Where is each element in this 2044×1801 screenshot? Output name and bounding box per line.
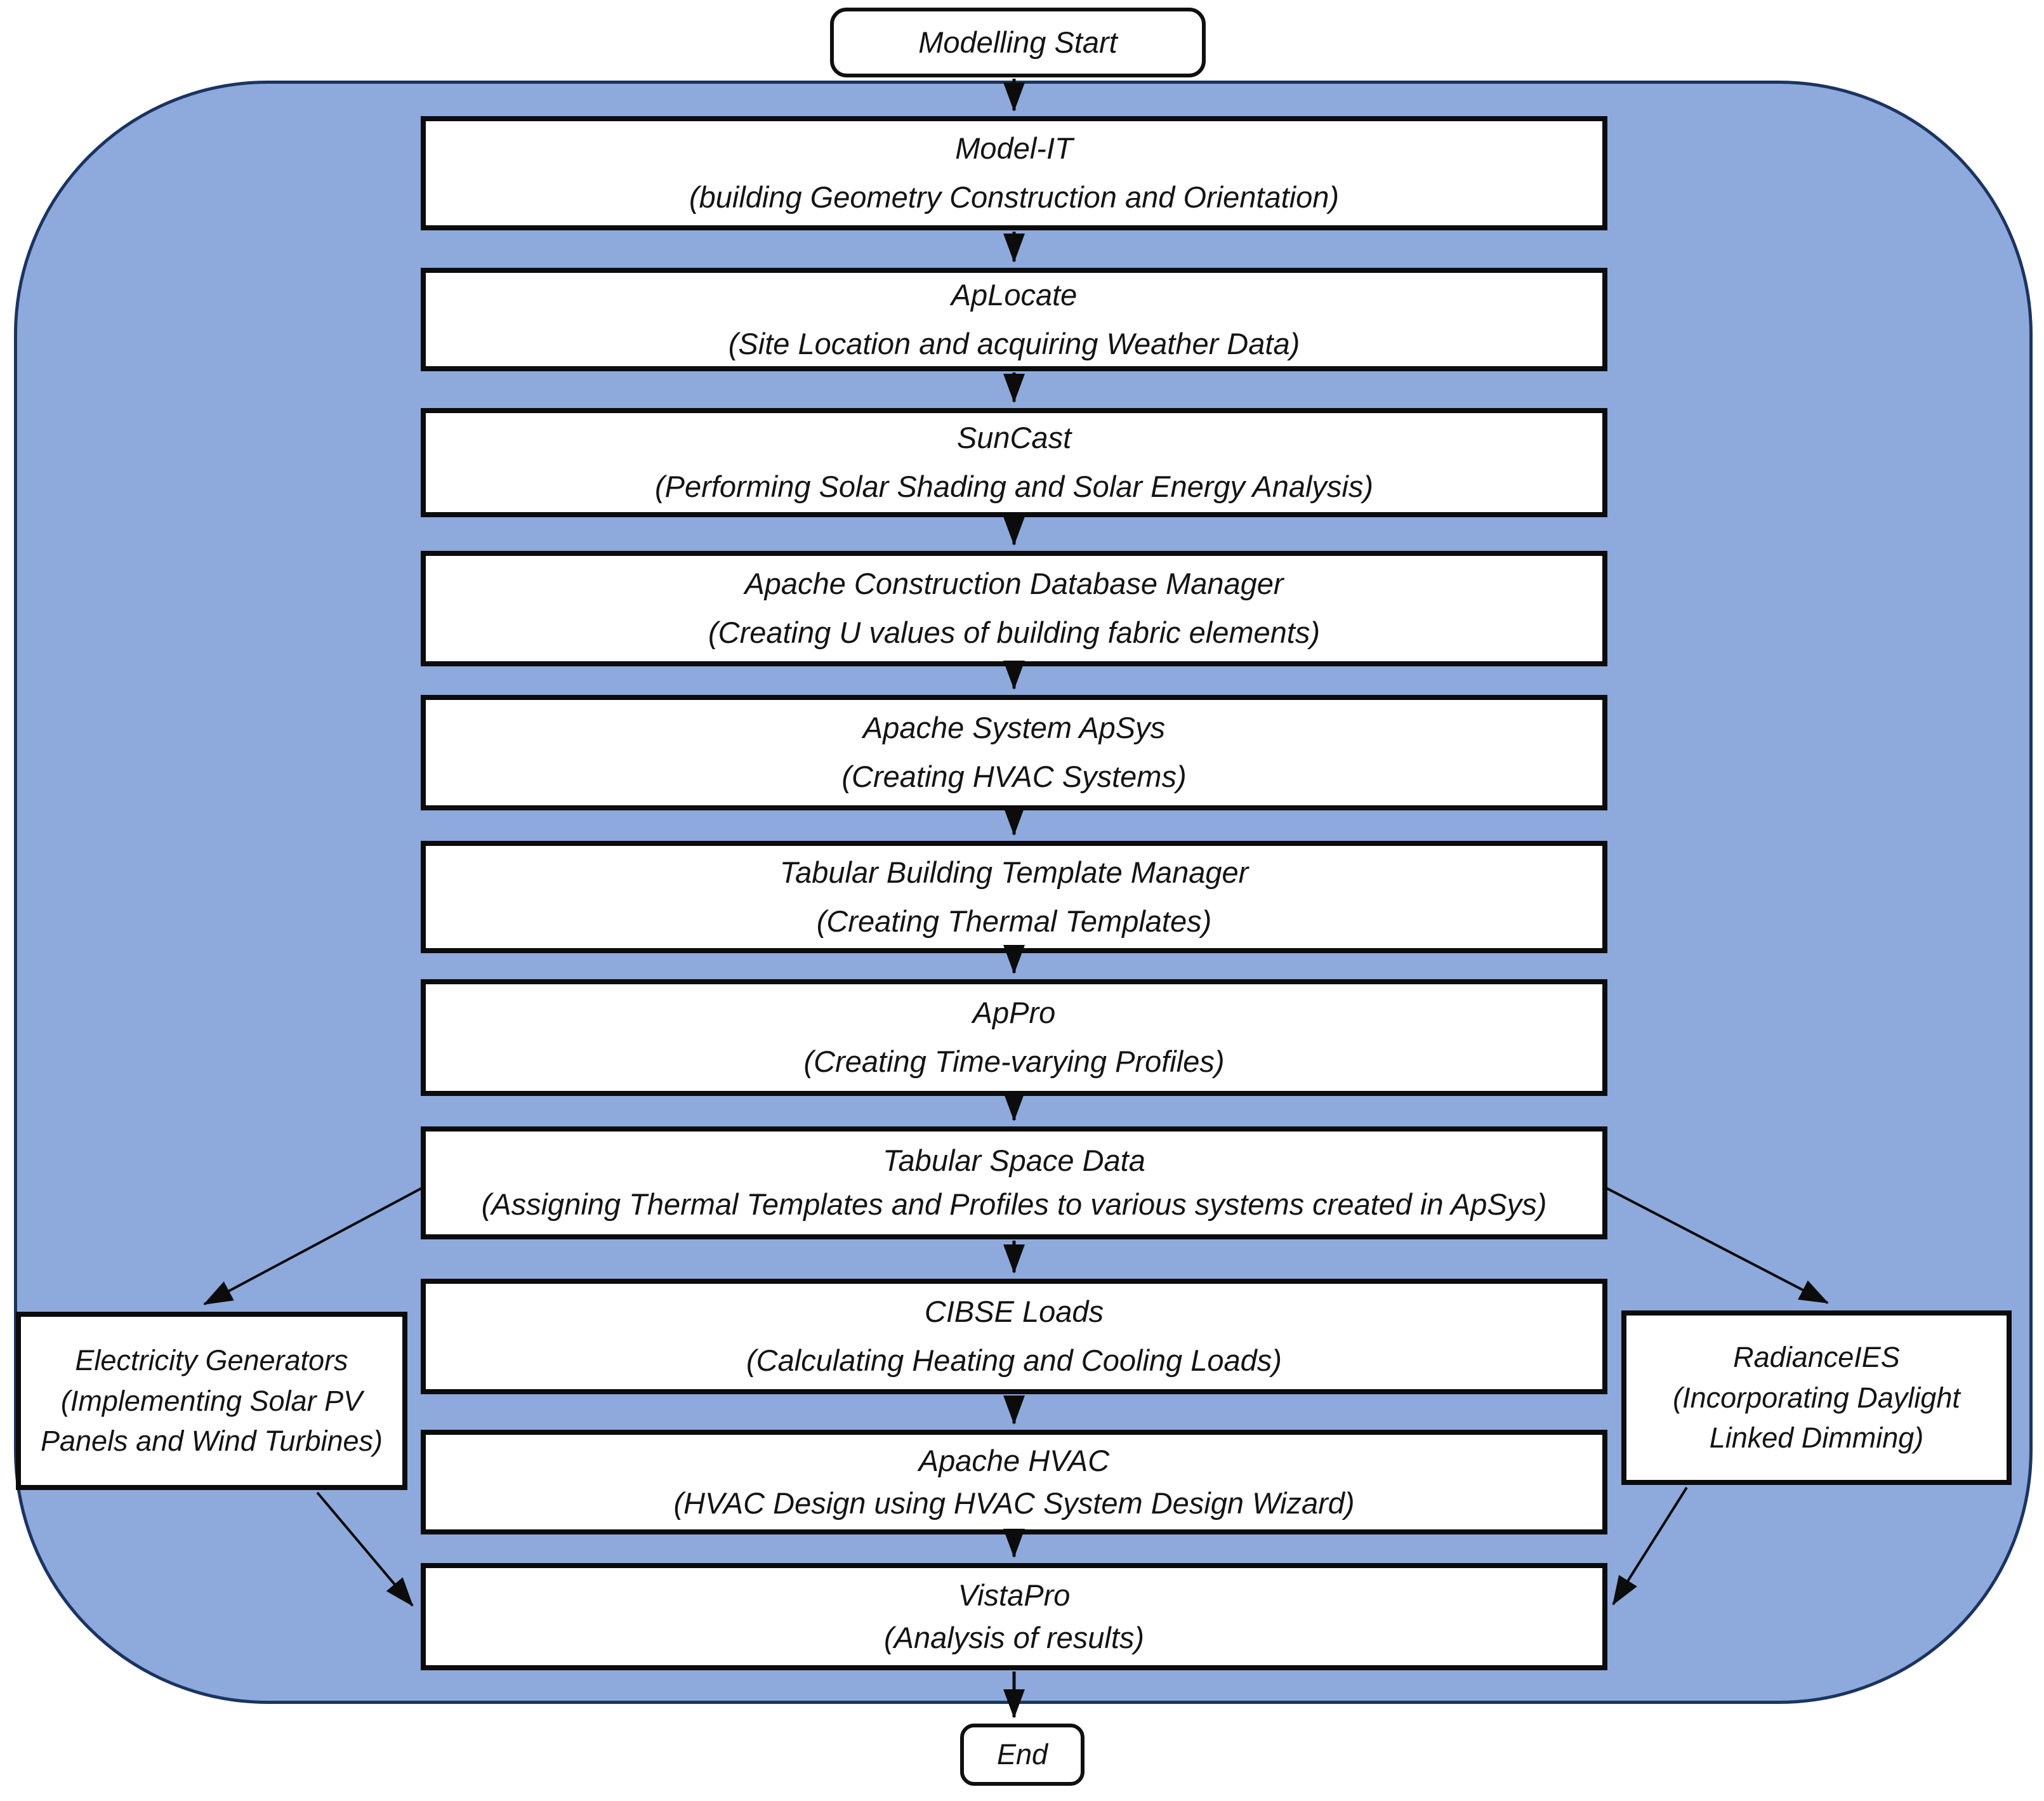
step-description: (Creating Time-varying Profiles) — [803, 1045, 1225, 1078]
step-title: Apache HVAC — [918, 1443, 1110, 1477]
step-title: Apache System ApSys — [862, 711, 1166, 745]
step-box-apache-hvac: Apache HVAC (HVAC Design using HVAC Syst… — [421, 1430, 1607, 1534]
start-node: Modelling Start — [830, 8, 1206, 77]
step-description: (Performing Solar Shading and Solar Ener… — [654, 470, 1374, 503]
step-title: Tabular Space Data — [883, 1144, 1145, 1178]
step-title: ApLocate — [951, 277, 1078, 312]
step-title: CIBSE Loads — [924, 1295, 1104, 1329]
step-description: (Creating HVAC Systems) — [841, 760, 1187, 793]
start-label: Modelling Start — [918, 25, 1118, 60]
step-description: (Creating Thermal Templates) — [816, 904, 1212, 938]
step-box-vistapro: VistaPro (Analysis of results) — [421, 1563, 1607, 1670]
step-box-suncast: SunCast (Performing Solar Shading and So… — [421, 408, 1607, 517]
step-description: (building Geometry Construction and Orie… — [689, 180, 1340, 214]
step-title: Apache Construction Database Manager — [744, 567, 1284, 601]
side-box-description: (Implementing Solar PV Panels and Wind T… — [40, 1384, 383, 1458]
side-box-electricity-generators: Electricity Generators (Implementing Sol… — [16, 1312, 407, 1490]
step-title: ApPro — [972, 996, 1056, 1030]
step-box-model-it: Model-IT (building Geometry Construction… — [421, 116, 1607, 230]
step-box-tabular-space-data: Tabular Space Data (Assigning Thermal Te… — [421, 1126, 1607, 1239]
step-description: (Assigning Thermal Templates and Profile… — [481, 1187, 1547, 1221]
side-box-title: Electricity Generators — [75, 1343, 348, 1376]
side-box-description: (Incorporating Daylight Linked Dimming) — [1673, 1381, 1960, 1455]
step-box-aplocate: ApLocate (Site Location and acquiring We… — [421, 268, 1607, 371]
step-box-tabular-building-template-manager: Tabular Building Template Manager (Creat… — [421, 841, 1607, 953]
step-box-apache-system-apsys: Apache System ApSys (Creating HVAC Syste… — [421, 695, 1607, 810]
step-description: (Site Location and acquiring Weather Dat… — [728, 326, 1300, 360]
side-box-title: RadianceIES — [1733, 1340, 1900, 1373]
step-box-apache-construction-database-manager: Apache Construction Database Manager (Cr… — [421, 551, 1607, 666]
step-title: Tabular Building Template Manager — [779, 855, 1249, 889]
step-description: (Creating U values of building fabric el… — [708, 616, 1320, 649]
side-box-radianceies: RadianceIES (Incorporating Daylight Link… — [1621, 1310, 2012, 1485]
step-box-appro: ApPro (Creating Time-varying Profiles) — [421, 979, 1607, 1096]
step-box-cibse-loads: CIBSE Loads (Calculating Heating and Coo… — [421, 1279, 1607, 1394]
end-label: End — [996, 1738, 1048, 1771]
step-title: VistaPro — [958, 1578, 1071, 1612]
step-title: SunCast — [956, 421, 1072, 455]
step-description: (Calculating Heating and Cooling Loads) — [746, 1343, 1282, 1377]
step-title: Model-IT — [955, 131, 1073, 166]
step-description: (HVAC Design using HVAC System Design Wi… — [673, 1486, 1355, 1520]
step-description: (Analysis of results) — [883, 1620, 1145, 1654]
end-node: End — [960, 1724, 1085, 1786]
